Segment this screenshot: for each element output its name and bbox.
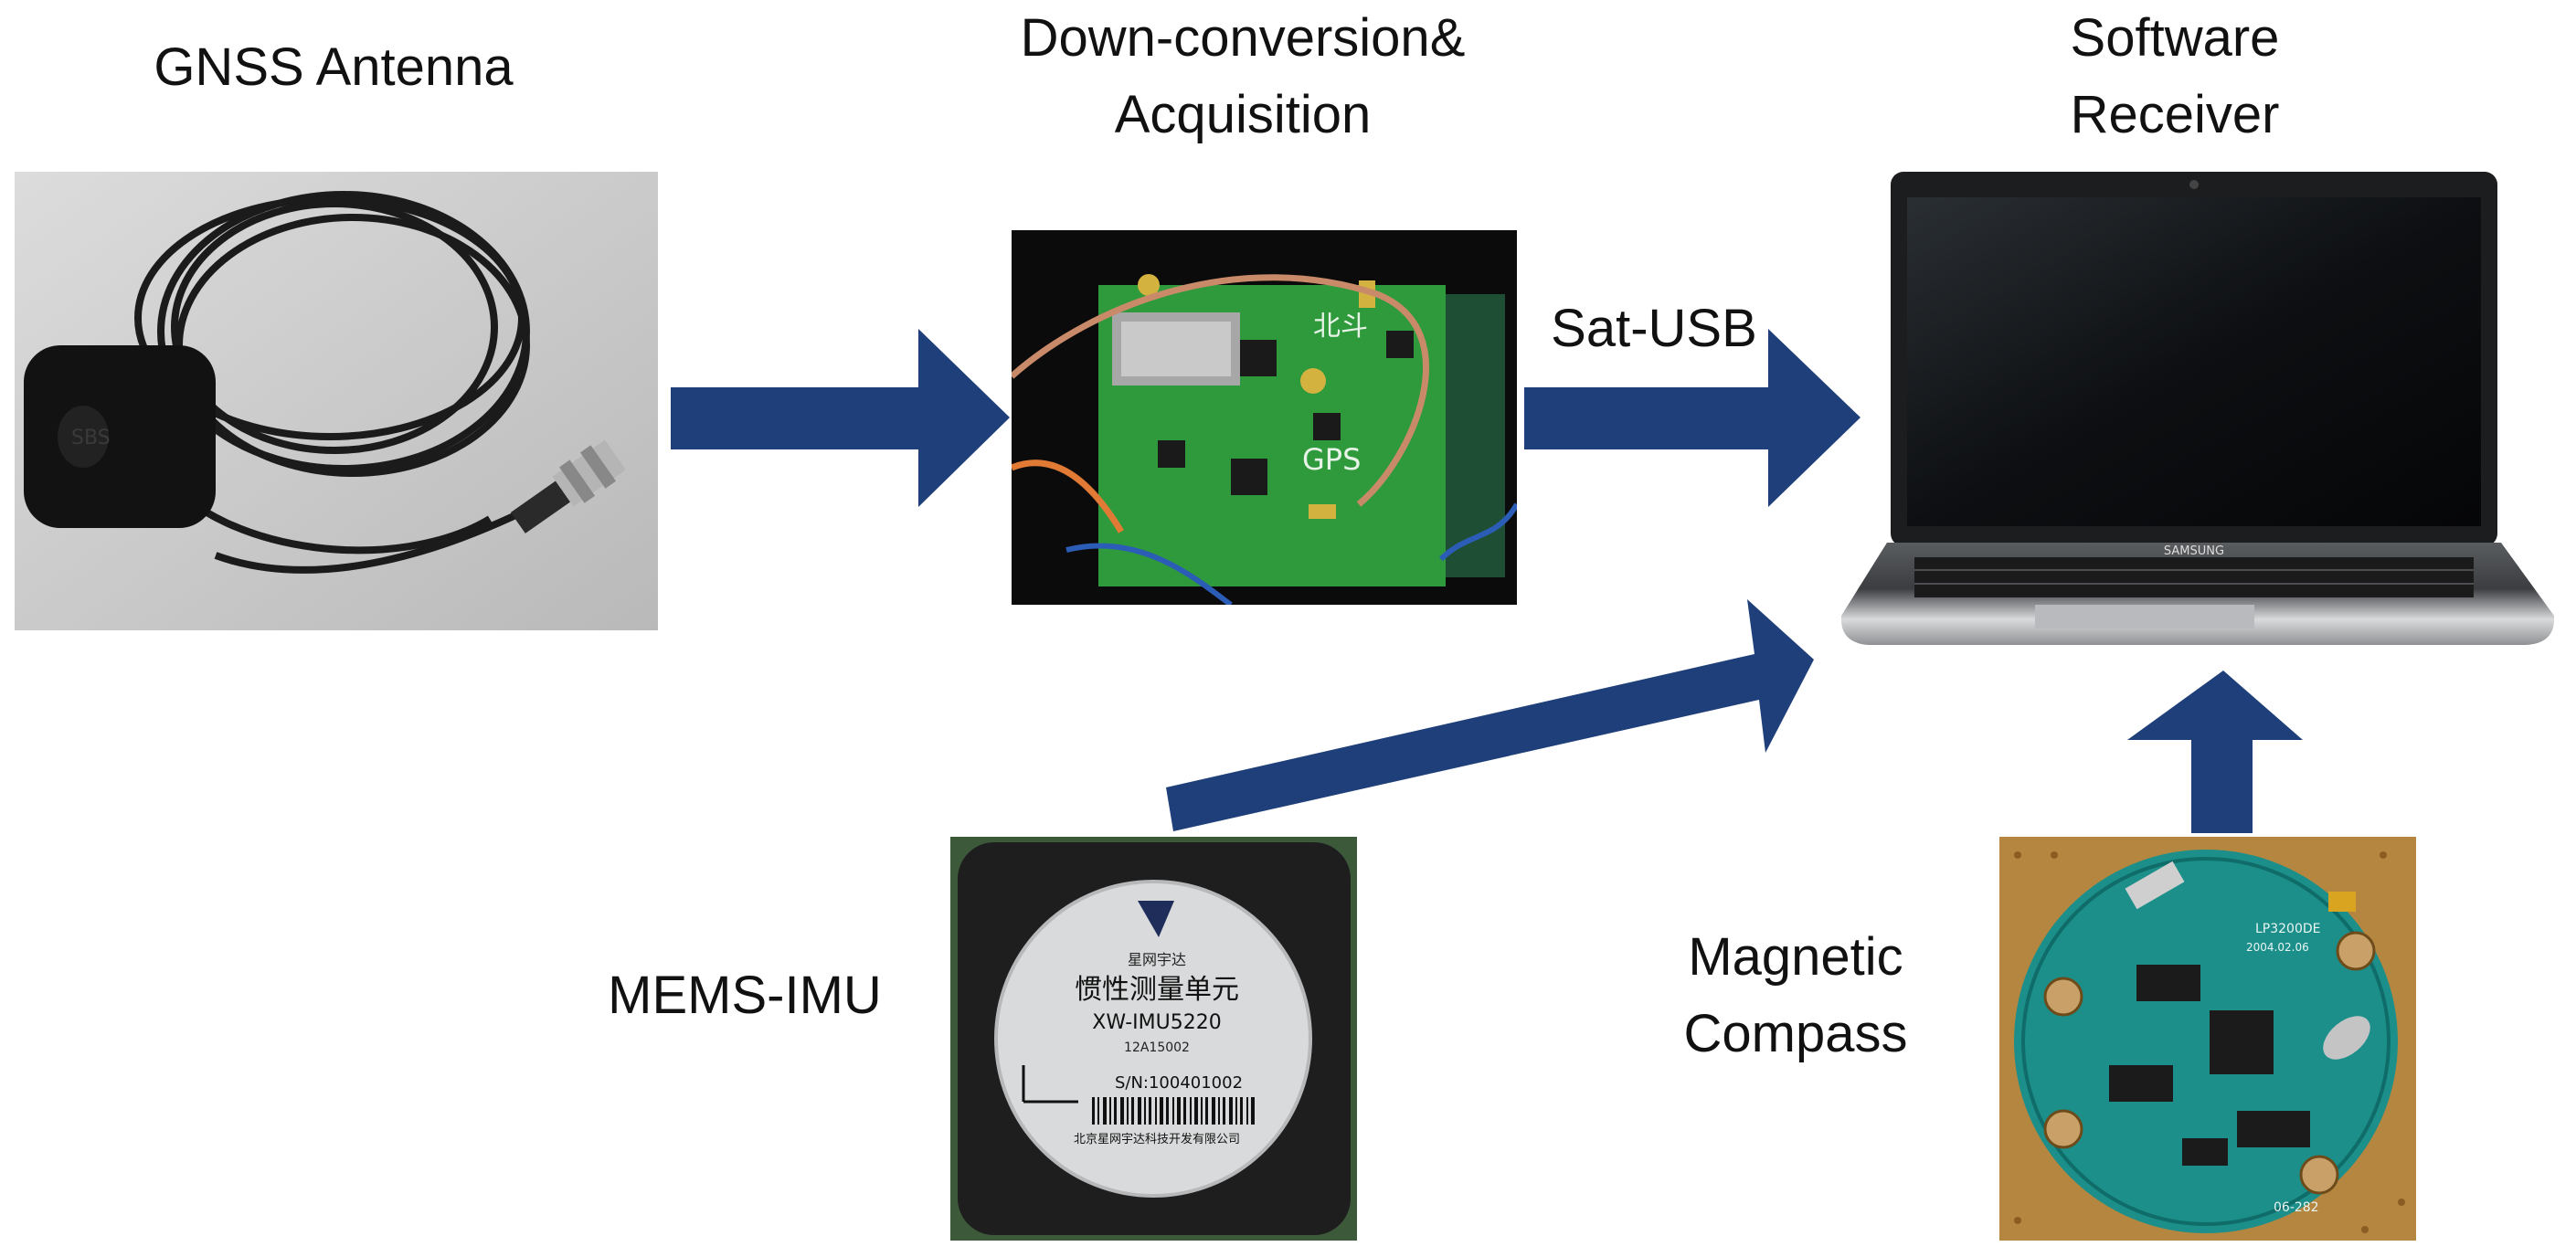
magnetic-compass-label-line2: Compass (1683, 1004, 1908, 1063)
compass-code-text: 06-282 (2274, 1200, 2319, 1215)
arrow-antenna-to-board (671, 329, 1010, 507)
gnss-antenna-photo: SBS (15, 172, 658, 630)
software-receiver-label: Software Receiver (2001, 0, 2348, 153)
arrow-imu-to-laptop (1166, 599, 1814, 831)
software-receiver-label-line2: Receiver (2070, 85, 2280, 144)
magnetic-compass-photo: LP3200DE 2004.02.06 06-282 (1999, 837, 2416, 1241)
arrow-board-to-laptop (1524, 329, 1860, 507)
imu-model-text: XW-IMU5220 (1092, 1011, 1221, 1034)
downconversion-label: Down-conversion& Acquisition (969, 0, 1517, 153)
downconversion-label-line1: Down-conversion& (1020, 8, 1466, 68)
beidou-board-mark: 北斗 (1313, 311, 1368, 343)
imu-serial-text: S/N:100401002 (1115, 1073, 1243, 1093)
imu-logo-text: 星网宇达 (1128, 951, 1186, 968)
laptop-brand-logo: SAMSUNG (2164, 544, 2224, 558)
gnss-antenna-label: GNSS Antenna (154, 37, 514, 97)
mems-imu-photo: 星网宇达 惯性测量单元 XW-IMU5220 12A15002 S/N:1004… (950, 837, 1357, 1241)
compass-part-text: LP3200DE (2255, 922, 2321, 936)
downconversion-label-line2: Acquisition (1114, 85, 1372, 144)
svg-text:SBS: SBS (71, 427, 111, 449)
imu-title-cn: 惯性测量单元 (1075, 974, 1239, 1006)
arrow-compass-to-laptop (2127, 671, 2303, 833)
imu-code-text: 12A15002 (1124, 1040, 1190, 1055)
magnetic-compass-label-line1: Magnetic (1688, 927, 1903, 987)
gps-board-mark: GPS (1302, 442, 1361, 477)
mems-imu-label: MEMS-IMU (608, 966, 882, 1025)
downconversion-board-photo: 北斗 GPS (1012, 230, 1517, 605)
compass-date-text: 2004.02.06 (2246, 941, 2309, 954)
sat-usb-label: Sat-USB (1551, 299, 1757, 358)
software-receiver-label-line1: Software (2070, 8, 2280, 68)
magnetic-compass-label: Magnetic Compass (1645, 919, 1946, 1072)
imu-company-text: 北京星网宇达科技开发有限公司 (1074, 1132, 1240, 1146)
laptop-image: SAMSUNG (1832, 168, 2563, 652)
